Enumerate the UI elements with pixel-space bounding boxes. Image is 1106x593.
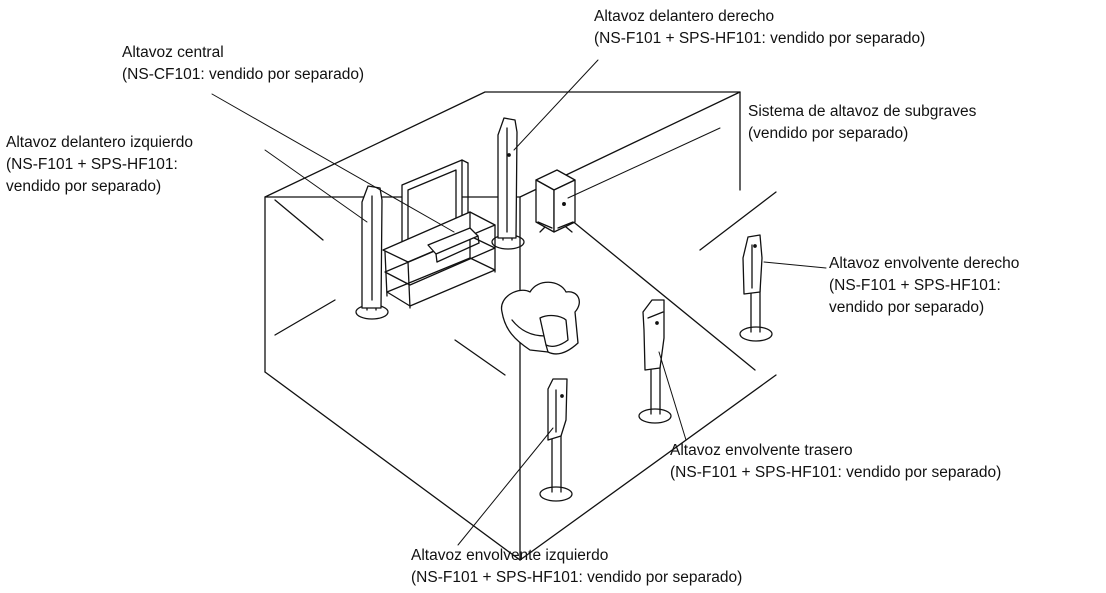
label-surround-back-line2: (NS-F101 + SPS-HF101: vendido por separa… [670,464,1002,481]
label-center-line1: Altavoz central [122,44,224,61]
label-front-left-line1: Altavoz delantero izquierdo [6,134,193,151]
label-front-left-line2: (NS-F101 + SPS-HF101: [6,156,178,173]
label-surround-left-line1: Altavoz envolvente izquierdo [411,547,609,564]
surround-back-speaker [638,299,672,424]
front-right-speaker [491,117,525,250]
label-surround-right-line2: (NS-F101 + SPS-HF101: [829,277,1001,294]
label-front-right-line1: Altavoz delantero derecho [594,8,775,25]
tv-and-rack [382,159,496,309]
label-subwoofer: Sistema de altavoz de subgraves (vendido… [748,101,976,145]
label-center-line2: (NS-CF101: vendido por separado) [122,66,365,83]
label-surround-right-line3: vendido por separado) [829,299,985,316]
label-front-right-line2: (NS-F101 + SPS-HF101: vendido por separa… [594,30,926,47]
label-front-right-speaker: Altavoz delantero derecho (NS-F101 + SPS… [594,6,925,50]
leader-lines [211,59,827,546]
label-subwoofer-line2: (vendido por separado) [748,125,909,142]
label-surround-left-line2: (NS-F101 + SPS-HF101: vendido por separa… [411,569,743,586]
label-surround-right-line1: Altavoz envolvente derecho [829,255,1020,272]
armchair [500,281,580,355]
label-surround-right-speaker: Altavoz envolvente derecho (NS-F101 + SP… [829,253,1019,319]
label-surround-back-line1: Altavoz envolvente trasero [670,442,853,459]
front-left-speaker [355,185,389,320]
label-center-speaker: Altavoz central (NS-CF101: vendido por s… [122,42,364,86]
center-speaker [427,227,480,263]
label-surround-left-speaker: Altavoz envolvente izquierdo (NS-F101 + … [411,545,742,589]
label-front-left-line3: vendido por separado) [6,178,162,195]
label-front-left-speaker: Altavoz delantero izquierdo (NS-F101 + S… [6,132,193,198]
room-inner-edges [274,191,777,376]
label-surround-back-speaker: Altavoz envolvente trasero (NS-F101 + SP… [670,440,1001,484]
label-subwoofer-line1: Sistema de altavoz de subgraves [748,103,977,120]
surround-right-speaker [739,234,773,342]
subwoofer [535,169,576,233]
surround-left-speaker [539,378,573,502]
